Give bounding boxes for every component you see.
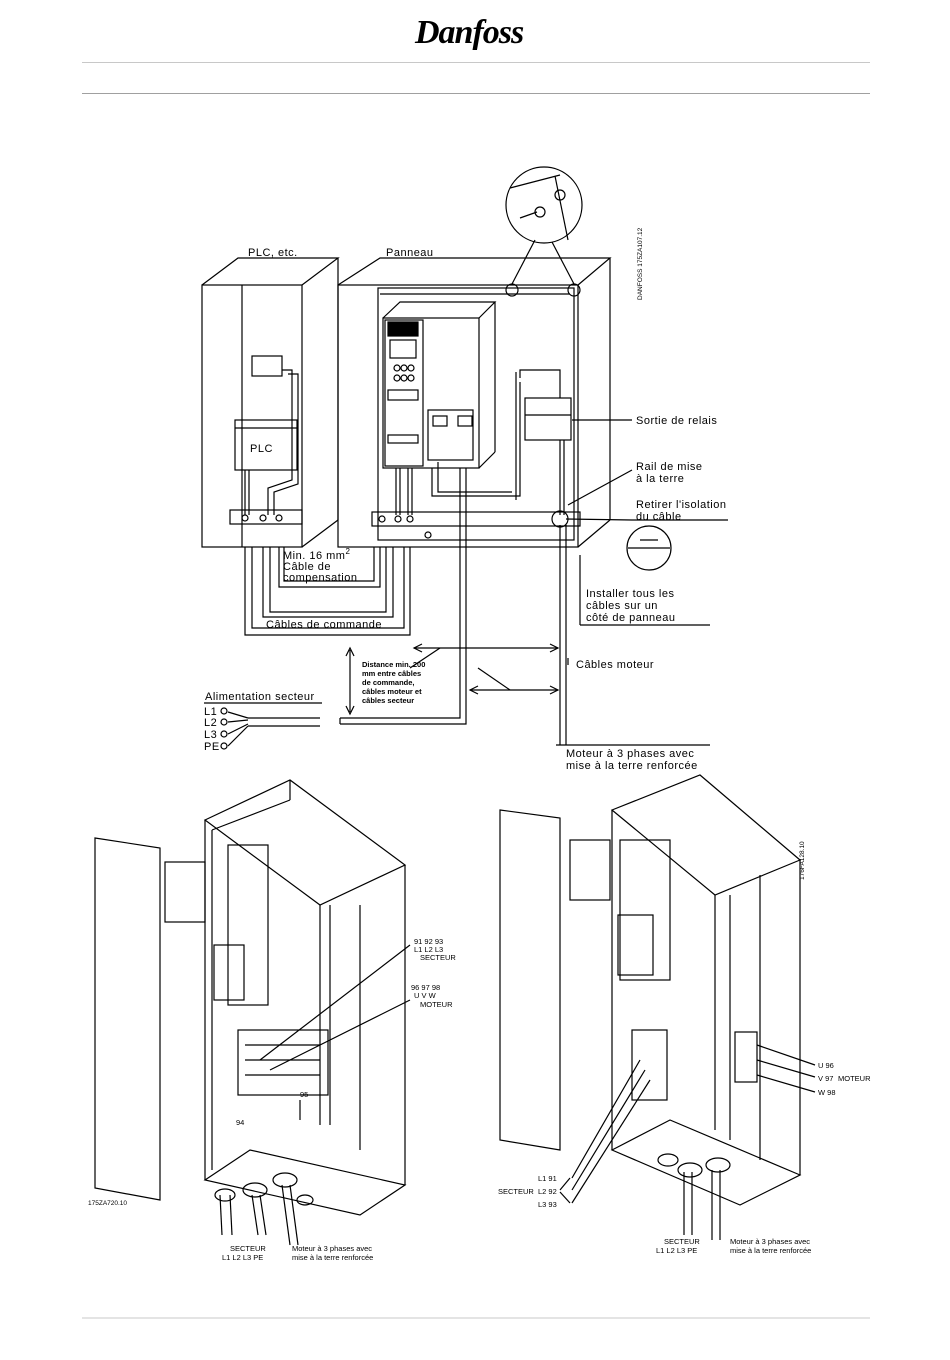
plc-cabinet-label: PLC, etc. — [248, 247, 298, 259]
motor-3phase-label-1: Moteur à 3 phases avec — [566, 748, 694, 760]
relay-output-label: Sortie de relais — [636, 415, 717, 427]
left-motor-label: MOTEUR — [420, 1000, 453, 1009]
remove-insulation-label-2: du câble — [636, 511, 682, 523]
motor-3phase-label-2: mise à la terre renforcée — [566, 760, 698, 772]
left-terminal-94: 94 — [236, 1118, 244, 1127]
mains-supply-label: Alimentation secteur — [205, 691, 315, 703]
external-cables — [204, 525, 710, 750]
right-terminal-w: W 98 — [818, 1088, 836, 1097]
left-mains-phases: L1 L2 L3 — [414, 945, 443, 954]
plc-cabinet — [201, 257, 340, 548]
right-bottom-phases: L1 L2 L3 PE — [656, 1246, 697, 1255]
left-bottom-mains: SECTEUR — [230, 1244, 266, 1253]
right-bottom-motor-1: Moteur à 3 phases avec — [730, 1237, 810, 1246]
right-drive-code: 176FA128.10 — [799, 841, 806, 880]
phase-l3: L3 — [204, 729, 217, 741]
header-divider-light — [82, 62, 870, 63]
install-label-1: Installer tous les — [586, 588, 674, 600]
danfoss-logo: Danfoss — [415, 14, 524, 51]
right-terminal-v: V 97 — [818, 1074, 833, 1083]
leader-lines — [565, 419, 728, 665]
panel-label: Panneau — [386, 247, 434, 259]
right-mains-label: SECTEUR — [498, 1187, 534, 1196]
left-bottom-phases: L1 L2 L3 PE — [222, 1253, 263, 1262]
comp-cable-label-1: Câble de — [283, 561, 331, 573]
left-drive-code: 175ZA720.10 — [88, 1200, 127, 1207]
right-bottom-motor-2: mise à la terre renforcée — [730, 1246, 811, 1255]
comp-cable-label-2: compensation — [283, 572, 358, 584]
control-cables-label: Câbles de commande — [266, 619, 382, 631]
left-bottom-motor-1: Moteur à 3 phases avec — [292, 1244, 372, 1253]
left-drive-illustration — [94, 779, 411, 1246]
distance-arrows — [345, 643, 560, 716]
phase-pe: PE — [204, 741, 220, 753]
phase-l2: L2 — [204, 717, 217, 729]
left-motor-phases: U V W — [414, 991, 437, 1000]
distance-label-1: Distance min. 200 — [362, 660, 425, 669]
right-terminal-l3: L3 93 — [538, 1200, 557, 1209]
bolt-detail-magnifier — [505, 166, 583, 285]
right-terminal-l1: L1 91 — [538, 1174, 557, 1183]
left-mains-label: SECTEUR — [420, 953, 456, 962]
min-section-label: Min. 16 mm2 — [283, 547, 350, 562]
left-motor-terminals: 96 97 98 — [411, 983, 440, 992]
page-header: Danfoss — [0, 0, 950, 100]
ground-rail-label-2: à la terre — [636, 473, 684, 485]
phase-l1: L1 — [204, 706, 217, 718]
right-terminal-l2: L2 92 — [538, 1187, 557, 1196]
right-bottom-mains: SECTEUR — [664, 1237, 700, 1246]
panel-cabinet — [337, 257, 612, 548]
left-mains-terminals: 91 92 93 — [414, 937, 443, 946]
left-terminal-95: 95 — [300, 1090, 308, 1099]
distance-label-5: câbles secteur — [362, 696, 414, 705]
distance-label-3: de commande, — [362, 678, 415, 687]
header-divider — [82, 93, 870, 94]
right-drive-illustration — [499, 774, 816, 1240]
left-bottom-motor-2: mise à la terre renforcée — [292, 1253, 373, 1262]
ground-rail-label-1: Rail de mise — [636, 461, 703, 473]
plc-box-label: PLC — [250, 443, 273, 455]
doc-code-top: DANFOSS 175ZA107.12 — [637, 227, 644, 300]
distance-label-4: câbles moteur et — [362, 687, 422, 696]
motor-cables-label: Câbles moteur — [576, 659, 654, 671]
distance-label-2: mm entre câbles — [362, 669, 421, 678]
install-label-2: câbles sur un — [586, 600, 658, 612]
install-label-3: côté de panneau — [586, 612, 675, 624]
remove-insulation-label-1: Retirer l'isolation — [636, 499, 726, 511]
right-terminal-u: U 96 — [818, 1061, 834, 1070]
right-motor-label: MOTEUR — [838, 1074, 871, 1083]
